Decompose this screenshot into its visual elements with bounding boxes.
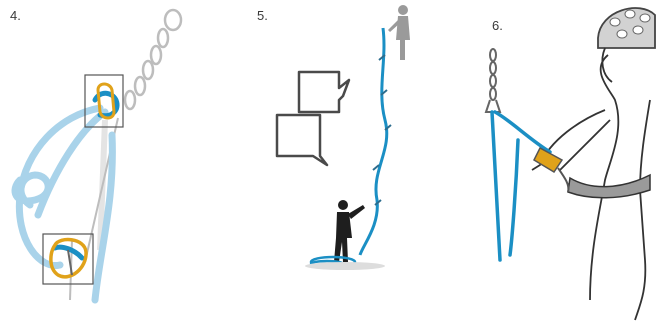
helmet [598,8,655,48]
quickdraw-clipping-illustration [0,0,215,322]
belayer-closeup-illustration [440,0,657,322]
climber-figure [388,5,410,60]
climbing-rope [360,28,387,255]
communication-illustration [215,0,440,322]
anchor-chain [486,49,500,112]
ground-shadow [305,262,385,270]
step-6-panel: 6. [440,0,657,322]
speech-bubbles-icon [277,72,349,165]
ropes [492,112,550,260]
belay-device [534,148,568,192]
harness [568,175,650,198]
step-5-panel: 5. [215,0,440,322]
step-4-panel: 4. [0,0,215,322]
face-outline [602,48,612,82]
